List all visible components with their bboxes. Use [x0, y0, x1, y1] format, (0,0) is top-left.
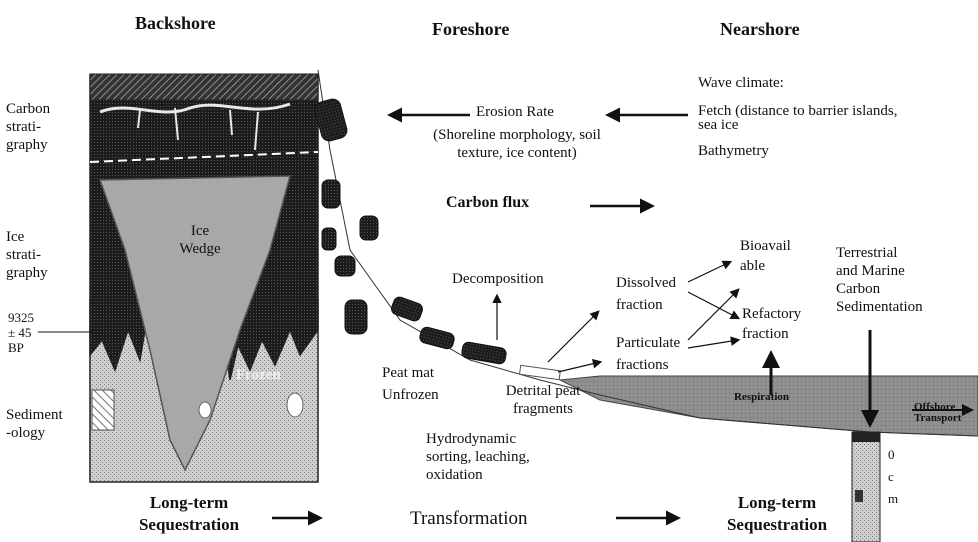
decomposition-label: Decomposition [452, 270, 544, 288]
dissolved-to-bioavailable [688, 262, 730, 282]
ice-lens [287, 393, 303, 417]
to-dissolved-arrow [548, 312, 598, 362]
fetch-label: Fetch (distance to barrier islands,sea i… [698, 104, 898, 132]
header-foreshore: Foreshore [432, 20, 509, 38]
wave-climate-title: Wave climate: [698, 74, 784, 92]
to-particulate-arrow [558, 362, 600, 372]
core-peat [855, 490, 863, 502]
core-top [852, 432, 880, 442]
bathymetry-label: Bathymetry [698, 142, 769, 160]
respiration-label: Respiration [734, 390, 789, 405]
particulate-to-refactory [688, 340, 738, 348]
erosion-rate-label: Erosion Rate [476, 103, 554, 121]
particulate-to-bioavailable [688, 290, 738, 340]
sediment-core [852, 432, 880, 542]
surface-vegetation [90, 74, 318, 100]
transformation-label: Transformation [410, 508, 528, 530]
sedimentology-label: Sediment-ology [6, 406, 63, 442]
detrital-fragment-box [519, 365, 560, 379]
header-nearshore: Nearshore [720, 20, 800, 38]
frozen-label: Frozen [236, 366, 281, 384]
carbon-flux-label: Carbon flux [446, 194, 529, 212]
sediment-block [92, 390, 114, 430]
dissolved-to-refactory [688, 292, 738, 318]
header-backshore: Backshore [135, 14, 216, 32]
ice-lens [199, 402, 211, 418]
